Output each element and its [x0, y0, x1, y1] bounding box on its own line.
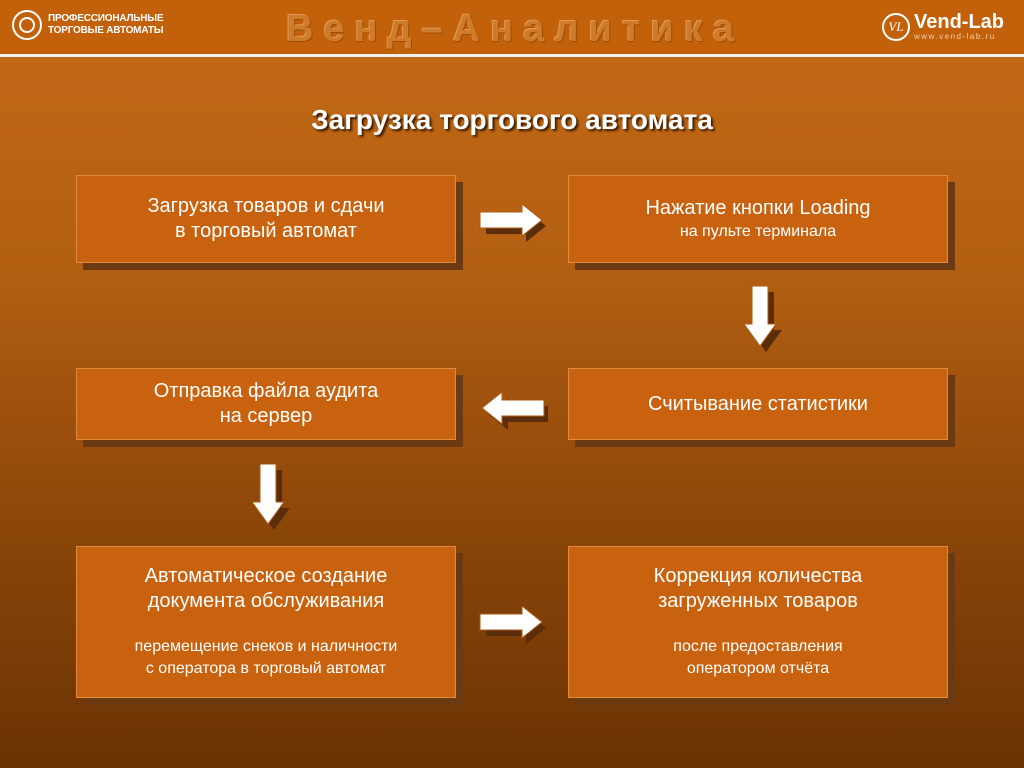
rings-logo-icon [12, 10, 42, 40]
vl-logo-icon: VL [882, 13, 910, 41]
step-correction-text: Коррекция количества загруженных товаров [653, 565, 863, 612]
vend-lab-site: www.vend-lab.ru [914, 32, 996, 41]
arrow-down-icon-2 [252, 464, 290, 530]
vend-lab-name: Vend-Lab [914, 11, 1005, 33]
header-bar: ПРОФЕССИОНАЛЬНЫЕ ТОРГОВЫЕ АВТОМАТЫ Венд–… [0, 0, 1024, 56]
logo-left-line2: ТОРГОВЫЕ АВТОМАТЫ [48, 25, 164, 36]
step-press-loading-text: Нажатие кнопки Loading [645, 196, 871, 219]
step-read-stats-text: Считывание статистики [648, 392, 868, 415]
arrow-left-icon [481, 392, 548, 430]
step-auto-doc-sub: перемещение снеков и наличности с операт… [134, 638, 398, 677]
step-send-audit-text: Отправка файла аудита на сервер [153, 380, 379, 427]
brand-title: Венд–Аналитика [286, 8, 744, 50]
step-auto-doc: Автоматическое создание документа обслуж… [76, 546, 456, 698]
logo-professional-vending[interactable]: ПРОФЕССИОНАЛЬНЫЕ ТОРГОВЫЕ АВТОМАТЫ [12, 10, 164, 40]
step-correction-sub: после предоставления оператором отчёта [673, 638, 843, 677]
step-send-audit: Отправка файла аудита на сервер [76, 368, 456, 440]
step-press-loading-sub: на пульте терминала [679, 222, 837, 240]
step-auto-doc-text: Автоматическое создание документа обслуж… [144, 565, 388, 612]
step-press-loading: Нажатие кнопки Loading на пульте термина… [568, 175, 948, 263]
logo-left-line1: ПРОФЕССИОНАЛЬНЫЕ [48, 13, 164, 24]
logo-vend-lab[interactable]: VL Vend-Lab www.vend-lab.ru [882, 12, 1004, 42]
step-load-goods-text: Загрузка товаров и сдачи в торговый авто… [147, 195, 385, 242]
arrow-right-icon-2 [479, 606, 546, 644]
arrow-down-icon [744, 286, 782, 352]
step-correction: Коррекция количества загруженных товаров… [568, 546, 948, 698]
arrow-right-icon [479, 204, 546, 242]
step-read-stats: Считывание статистики [568, 368, 948, 440]
header-divider [0, 54, 1024, 57]
slide-title: Загрузка торгового автомата [311, 104, 713, 135]
step-load-goods: Загрузка товаров и сдачи в торговый авто… [76, 175, 456, 263]
